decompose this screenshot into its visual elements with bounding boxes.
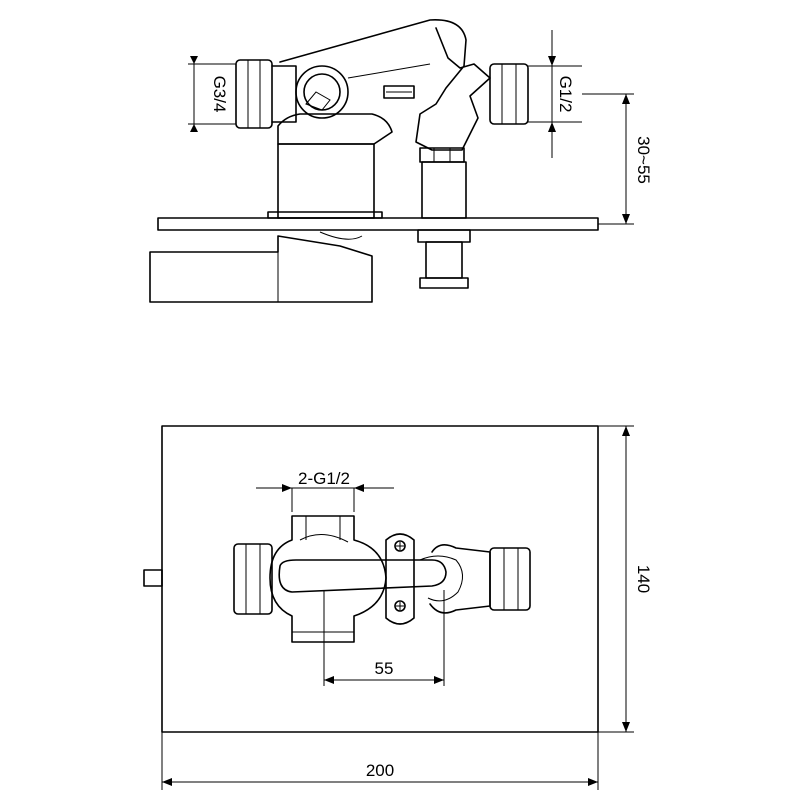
dim-g12-label: G1/2 (556, 76, 575, 113)
side-spindle (421, 161, 467, 219)
dim-140-label: 140 (634, 565, 653, 593)
front-cover-plate (161, 425, 599, 733)
front-side-stub (143, 569, 163, 587)
side-handle-lever (279, 19, 491, 151)
front-view (143, 425, 599, 733)
side-view-dimensions: G3/4 G1/2 30~55 (188, 30, 653, 225)
front-right-nut (489, 547, 531, 611)
front-right-body (429, 544, 491, 614)
side-valve-body (277, 143, 375, 219)
side-body-cap (277, 113, 393, 145)
front-view-dimensions: 2-G1/2 55 140 200 (161, 425, 653, 790)
dim-depth-label: 30~55 (634, 136, 653, 184)
side-right-nut (489, 63, 529, 125)
bracket-screw-top (394, 540, 406, 552)
side-port-ring-inner (303, 73, 341, 111)
dim-2g12-label: 2-G1/2 (298, 469, 350, 488)
side-left-nut (235, 59, 273, 129)
side-cover-plate (157, 217, 599, 231)
dim-g34-label: G3/4 (210, 76, 229, 113)
front-bracket (385, 533, 415, 625)
side-rear-housing (149, 235, 373, 303)
dim-55-label: 55 (375, 659, 394, 678)
side-port-ring-outer (295, 65, 349, 119)
side-view (149, 19, 599, 303)
dim-200-label: 200 (366, 761, 394, 780)
front-left-nut (233, 543, 273, 615)
front-handle-lever (278, 559, 447, 593)
front-valve-body (269, 515, 387, 643)
bracket-screw-bottom (394, 600, 406, 612)
